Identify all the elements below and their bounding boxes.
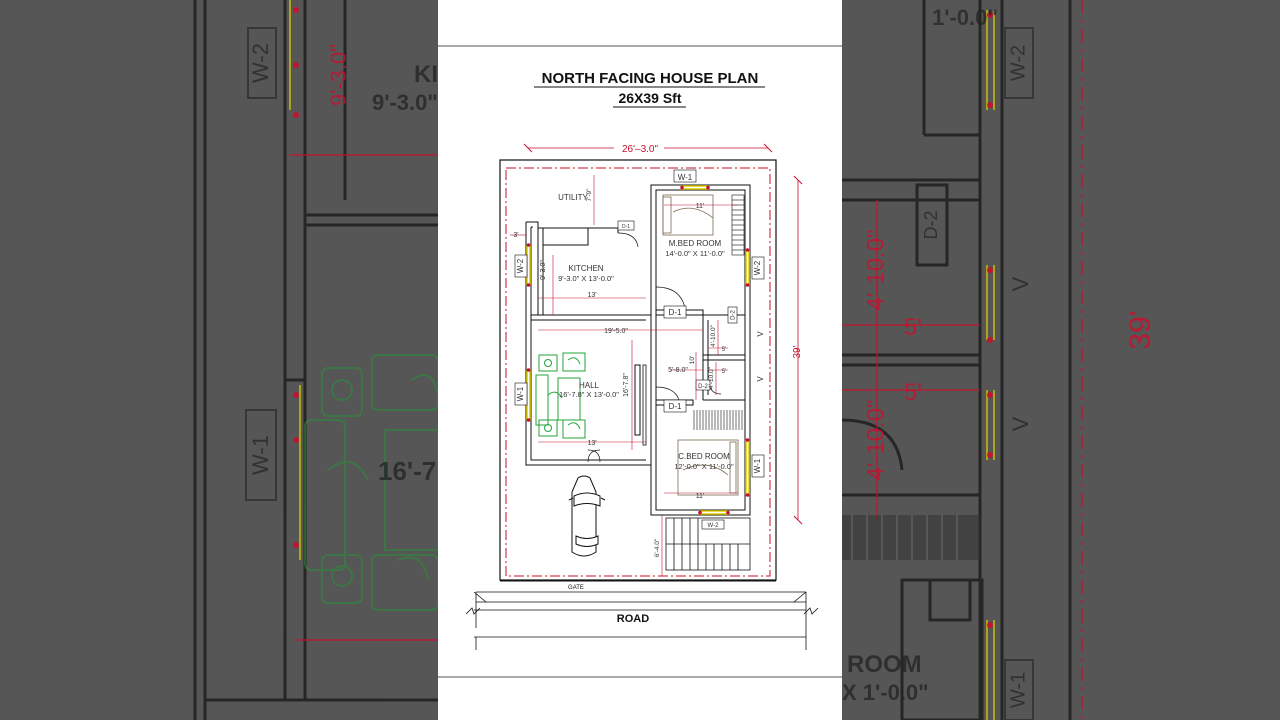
window-w2-kitchen: W-2 xyxy=(516,258,525,273)
overall-width-dim: 26'–3.0" xyxy=(622,144,658,155)
floor-plan-panel: NORTH FACING HOUSE PLAN 26X39 Sft 26'–3.… xyxy=(438,0,842,720)
room-hall-size: 16'-7.8" X 13'-0.0" xyxy=(559,390,619,399)
vent-label-2: V xyxy=(756,376,765,382)
room-kitchen: KITCHEN xyxy=(568,264,603,273)
dim-5-bath1: 5' xyxy=(722,347,726,353)
dim-hall-span: 19'-5.0" xyxy=(604,328,628,335)
blur-v-label-2: V xyxy=(1008,416,1033,431)
door-d1-cbed: D-1 xyxy=(669,402,682,411)
window-w2-stair: W-2 xyxy=(708,523,720,529)
background-zoom-right: 1'-0.0" W-2 W-1 D-2 V V 4'-10.0" 4'-10.0… xyxy=(842,0,1280,720)
blur-top-dim: 1'-0.0" xyxy=(932,5,998,30)
dim-4-10-a: 4'-10.0" xyxy=(710,324,717,347)
dim-7-9: 7'-9" xyxy=(586,188,593,202)
blur-room-size: X 1'-0.0" xyxy=(842,680,929,705)
door-d1-mbed: D-1 xyxy=(669,308,682,317)
door-d1-utility: D-1 xyxy=(622,224,630,230)
dim-hall-width: 13' xyxy=(587,440,596,447)
window-w2-right: W-2 xyxy=(753,260,762,275)
dim-9-3: 9'-3.0" xyxy=(540,260,547,280)
dim-3: 3' xyxy=(513,232,518,239)
room-kitchen-size: 9'-3.0" X 13'-0.0" xyxy=(558,274,614,283)
gate-label: GATE xyxy=(568,585,584,591)
dim-6-4: 6'-4.0" xyxy=(654,538,661,557)
road-label: ROAD xyxy=(617,613,649,625)
master-bed xyxy=(662,194,714,236)
plot-boundary xyxy=(499,159,777,581)
blur-kitchen-size: 9'-3.0" xyxy=(372,90,438,115)
blur-dim-5: 5' xyxy=(904,314,922,341)
blur-w2-label-right: W-2 xyxy=(1007,45,1029,81)
blur-dim-4-10b: 4'-10.0" xyxy=(862,399,889,480)
dim-kitchen-width: 13' xyxy=(587,292,596,299)
room-utility: UTILITY xyxy=(558,193,588,202)
window-w1-cbed: W-1 xyxy=(753,458,762,473)
floor-plan-drawing: NORTH FACING HOUSE PLAN 26X39 Sft 26'–3.… xyxy=(438,45,842,678)
car-icon xyxy=(568,475,606,557)
vent-label-1: V xyxy=(756,331,765,337)
window-w1-top: W-1 xyxy=(678,173,693,182)
dim-cbed-width: 11' xyxy=(696,493,705,500)
blur-vertical-dim: 9'-3.0" xyxy=(326,44,351,106)
room-child-bed: C.BED ROOM xyxy=(678,452,730,461)
plan-subtitle: 26X39 Sft xyxy=(618,90,681,106)
dim-5-8: 5'-8.0" xyxy=(668,367,688,374)
room-master-bed: M.BED ROOM xyxy=(669,239,722,248)
room-master-bed-size: 14'-0.0" X 11'-0.0" xyxy=(665,249,725,258)
blur-dim-4-10: 4'-10.0" xyxy=(862,229,889,310)
blur-w2-label: W-2 xyxy=(248,43,273,83)
hall-sofa-set xyxy=(535,352,586,439)
overall-depth-dim: 39' xyxy=(792,345,803,358)
setback-line xyxy=(505,167,771,577)
dim-16-7: 16'-7.8" xyxy=(623,373,630,397)
window-w1-hall: W-1 xyxy=(516,386,525,401)
blur-w1-label-right: W-1 xyxy=(1007,672,1029,708)
blur-room-head: KI xyxy=(414,61,438,88)
blur-dim-5b: 5' xyxy=(904,379,922,406)
staircase xyxy=(665,517,751,571)
dim-10: 10' xyxy=(689,356,696,364)
door-d2-bath1: D-2 xyxy=(731,310,737,320)
blur-room-label: ROOM xyxy=(847,651,922,678)
blur-v-label: V xyxy=(1008,276,1033,291)
room-child-bed-size: 12'-0.0" X 11'-0.0" xyxy=(674,462,734,471)
room-hall: HALL xyxy=(579,381,600,390)
plan-title: NORTH FACING HOUSE PLAN xyxy=(542,70,759,87)
dim-mbed-width: 11' xyxy=(696,203,705,210)
dim-5-bath2: 5' xyxy=(722,369,726,375)
door-d2-bath2: D-2 xyxy=(698,384,708,390)
blur-depth-dim: 39' xyxy=(1124,310,1157,349)
blur-hall-dim: 16'-7. xyxy=(378,456,438,486)
dim-4-10-b: 4'-10.0" xyxy=(708,366,715,389)
blur-d2-label: D-2 xyxy=(921,210,941,239)
blur-w1-label: W-1 xyxy=(248,435,273,475)
background-zoom-left: W-2 W-1 9'-3.0" KI 9'-3.0" 16'-7. xyxy=(0,0,438,720)
